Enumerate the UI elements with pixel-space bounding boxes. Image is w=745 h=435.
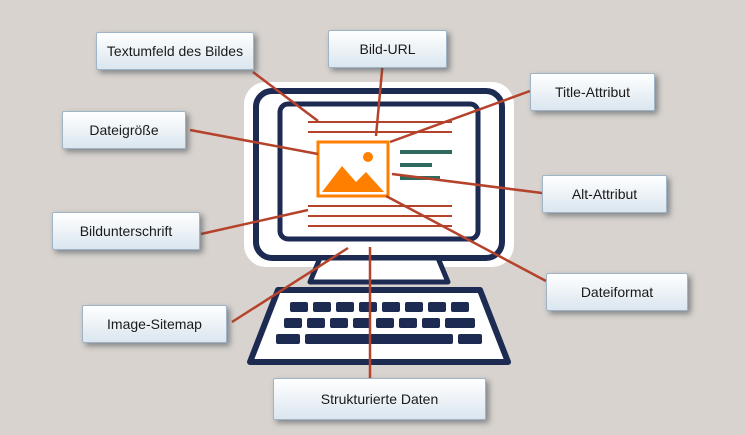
label-image-sitemap: Image-Sitemap (82, 305, 227, 343)
label-file-format: Dateiformat (546, 273, 688, 311)
label-image-url: Bild-URL (328, 30, 447, 68)
label-structured-data: Strukturierte Daten (273, 378, 486, 420)
label-caption: Bildunterschrift (52, 212, 200, 250)
label-textfield: Textumfeld des Bildes (96, 32, 254, 70)
label-alt-attribute: Alt-Attribut (542, 175, 667, 213)
image-icon (318, 142, 388, 196)
label-file-size: Dateigröße (62, 111, 186, 149)
monitor-stand (310, 258, 448, 282)
label-title-attribute: Title-Attribut (530, 73, 655, 111)
